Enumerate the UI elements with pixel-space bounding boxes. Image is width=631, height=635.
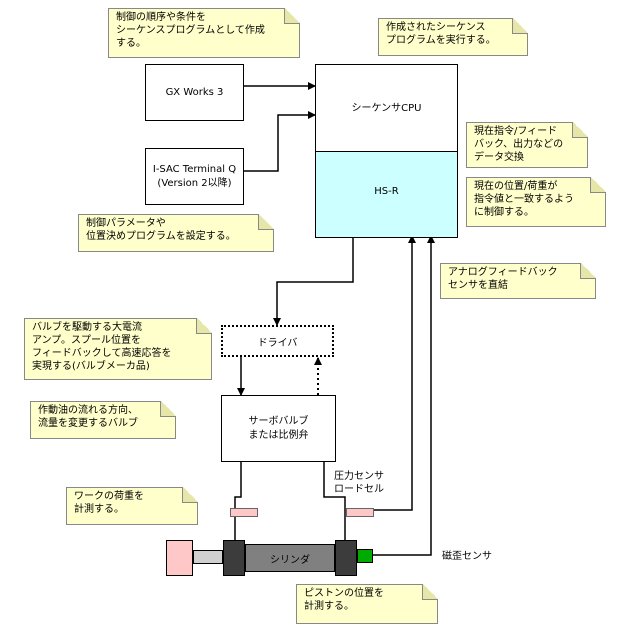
sequencer-cpu-box: シーケンサCPU HS-R xyxy=(315,64,458,238)
note-fold-corner xyxy=(196,318,212,334)
hsr-module: HS-R xyxy=(316,151,457,237)
note-piston-position-text: ピストンの位置を 計測する。 xyxy=(304,588,384,612)
note-fold-corner xyxy=(590,177,606,193)
hsr-label: HS-R xyxy=(374,186,399,197)
note-work-load: ワークの荷重を 計測する。 xyxy=(66,487,198,525)
note-fold-corner xyxy=(512,18,528,34)
cylinder-rod-end xyxy=(166,540,193,576)
note-control-params: 制御パラメータや 位置決めプログラムを設定する。 xyxy=(78,214,274,252)
note-position-load-text: 現在の位置/荷重が 指令値と一致するよう に制御する。 xyxy=(474,181,574,218)
pressure-sensor-label: 圧力センサ ロードセル xyxy=(334,471,384,495)
note-hydraulic-flow: 作動油の流れる方向、 流量を変更するバルブ xyxy=(30,401,176,439)
cylinder-rod xyxy=(193,550,223,564)
magnetostrictive-sensor-head xyxy=(357,549,373,563)
position-feedback-line xyxy=(373,235,435,556)
note-position-load: 現在の位置/荷重が 指令値と一致するよう に制御する。 xyxy=(466,177,606,227)
note-execute-sequence: 作成されたシーケンス プログラムを実行する。 xyxy=(378,18,528,56)
note-sequence-program: 制御の順序や条件を シーケンスプログラムとして作成 する。 xyxy=(108,8,300,58)
note-valve-drive: バルブを駆動する大電流 アンプ。スプール位置を フィードバックして高速応答を 実… xyxy=(24,318,212,380)
cylinder-body: シリンダ xyxy=(245,544,335,572)
note-hydraulic-flow-text: 作動油の流れる方向、 流量を変更するバルブ xyxy=(38,405,138,429)
note-fold-corner xyxy=(284,8,300,24)
isac-sequencer-arrow xyxy=(237,111,316,175)
gx-works-box: GX Works 3 xyxy=(145,64,244,121)
note-control-params-text: 制御パラメータや 位置決めプログラムを設定する。 xyxy=(86,218,236,242)
pressure-feedback-line xyxy=(374,235,416,511)
note-current-command: 現在指令/フィード バック、出力などの データ交換 xyxy=(466,122,588,168)
note-current-command-text: 現在指令/フィード バック、出力などの データ交換 xyxy=(474,126,564,163)
note-fold-corner xyxy=(422,584,438,600)
note-fold-corner xyxy=(572,122,588,138)
sequencer-cpu-label: シーケンサCPU xyxy=(351,103,422,114)
servo-valve-box: サーボバルブ または比例弁 xyxy=(221,395,336,462)
cylinder-right-cap xyxy=(335,540,357,576)
note-fold-corner xyxy=(580,263,596,279)
note-fold-corner xyxy=(258,214,274,230)
note-analog-feedback: アナログフィードバック センサを直結 xyxy=(440,263,596,299)
hsr-driver-arrow xyxy=(273,238,354,326)
note-analog-feedback-text: アナログフィードバック センサを直結 xyxy=(448,267,558,291)
note-sequence-program-text: 制御の順序や条件を シーケンスプログラムとして作成 する。 xyxy=(116,12,265,49)
note-fold-corner xyxy=(160,401,176,417)
hydraulic-line-left xyxy=(234,462,242,540)
hydraulic-line-right xyxy=(323,462,346,540)
note-piston-position: ピストンの位置を 計測する。 xyxy=(296,584,438,624)
isac-terminal-box: I-SAC Terminal Q (Version 2以降) xyxy=(145,148,244,205)
note-execute-sequence-text: 作成されたシーケンス プログラムを実行する。 xyxy=(386,22,496,46)
load-cell-left xyxy=(230,508,258,517)
note-valve-drive-text: バルブを駆動する大電流 アンプ。スプール位置を フィードバックして高速応答を 実… xyxy=(32,322,172,372)
driver-box: ドライバ xyxy=(221,325,334,357)
cylinder-left-cap xyxy=(223,540,245,576)
pressure-sensor-right xyxy=(346,508,374,517)
note-work-load-text: ワークの荷重を 計測する。 xyxy=(74,491,144,515)
magnetostrictive-sensor-label: 磁歪センサ xyxy=(442,551,492,562)
note-fold-corner xyxy=(182,487,198,503)
